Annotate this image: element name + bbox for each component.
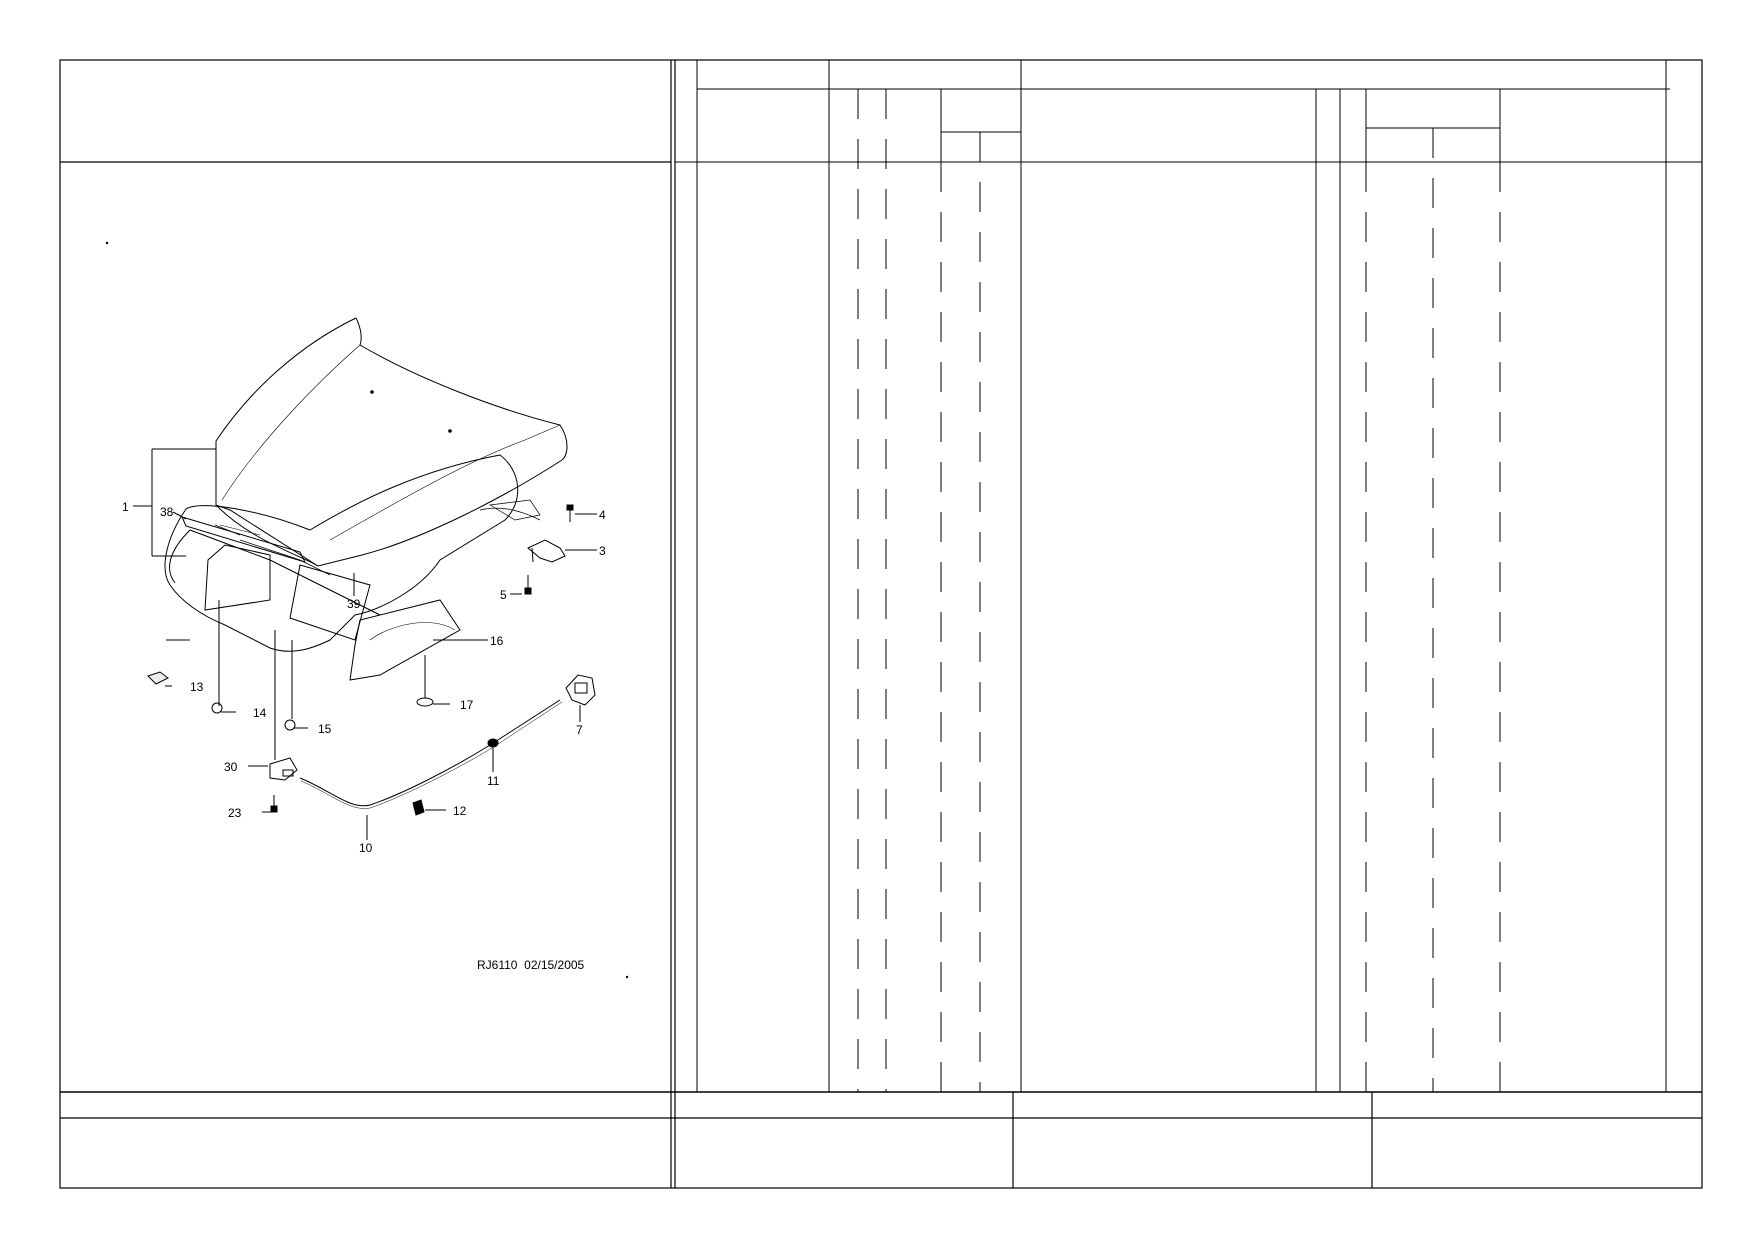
callout-11: 11 <box>487 774 500 788</box>
callout-3: 3 <box>599 544 606 558</box>
callout-10: 10 <box>359 841 373 855</box>
callout-14: 14 <box>253 706 267 720</box>
callout-leaders <box>133 448 597 840</box>
callout-38: 38 <box>160 505 174 519</box>
callout-39: 39 <box>347 597 361 611</box>
parts-table-dashed-columns <box>857 89 1667 1092</box>
parts-table-columns <box>828 89 1667 1092</box>
callout-5: 5 <box>500 588 507 602</box>
callout-17: 17 <box>460 698 474 712</box>
callout-4: 4 <box>599 508 606 522</box>
callout-13: 13 <box>190 680 204 694</box>
callout-12: 12 <box>453 804 467 818</box>
page-grid <box>59 59 1703 1189</box>
callout-1: 1 <box>122 500 129 514</box>
callout-16: 16 <box>490 634 504 648</box>
hood-assembly-illustration <box>105 241 629 979</box>
callout-15: 15 <box>318 722 332 736</box>
illustration-stamp: RJ6110 02/15/2005 <box>477 958 584 972</box>
callout-numbers: 1 38 39 4 3 5 16 13 14 15 17 7 11 30 23 … <box>122 500 606 855</box>
parts-table-header <box>675 60 1702 1092</box>
illustration-code: RJ6110 <box>477 958 518 972</box>
callout-7: 7 <box>576 723 583 737</box>
callout-30: 30 <box>224 760 238 774</box>
illustration-date: 02/15/2005 <box>524 958 585 972</box>
callout-23: 23 <box>228 806 242 820</box>
